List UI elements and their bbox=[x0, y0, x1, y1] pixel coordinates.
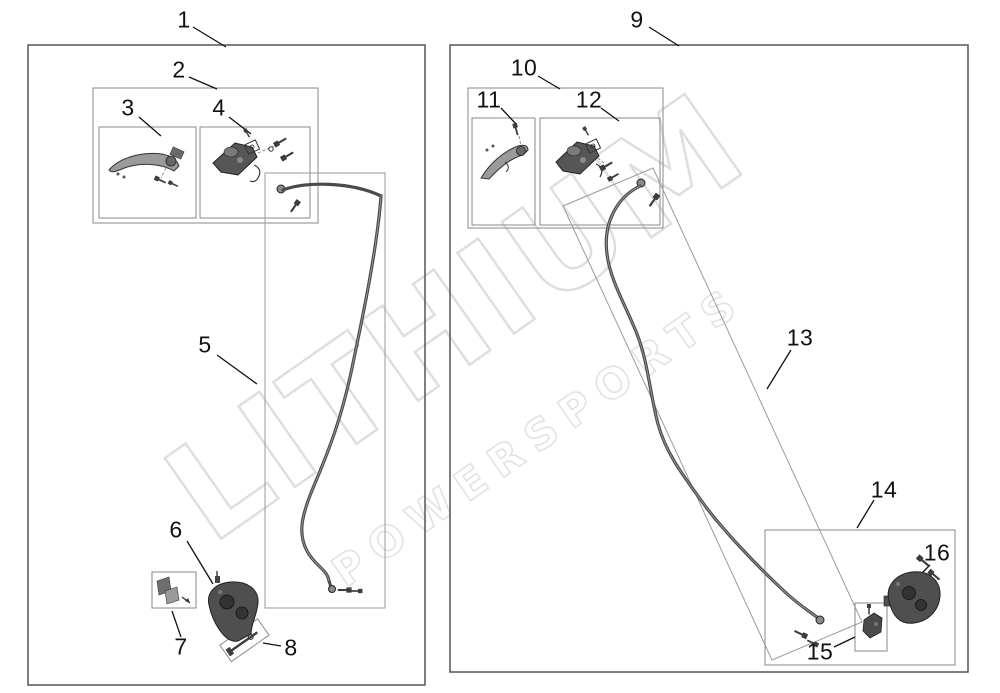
callout-7: 7 bbox=[174, 633, 188, 660]
left-panel-border bbox=[27, 44, 426, 686]
callout-1: 1 bbox=[177, 6, 191, 33]
small-part-box bbox=[854, 602, 888, 652]
lever-assembly-box bbox=[92, 87, 319, 224]
brake-hose-left-drawing bbox=[276, 182, 383, 594]
callout-13: 13 bbox=[786, 324, 814, 351]
master-cylinder-drawing bbox=[212, 127, 296, 183]
callout-3: 3 bbox=[121, 94, 135, 121]
callout-16: 16 bbox=[923, 539, 951, 566]
callout-8: 8 bbox=[284, 634, 298, 661]
callout-5: 5 bbox=[198, 331, 212, 358]
callout-15: 15 bbox=[806, 638, 834, 665]
brake-hose-right-drawing bbox=[604, 178, 825, 649]
caliper-box-right bbox=[764, 529, 956, 666]
callout-10: 10 bbox=[510, 54, 538, 81]
clutch-lever-right-drawing bbox=[480, 122, 529, 180]
callout-14: 14 bbox=[870, 476, 898, 503]
right-panel-border bbox=[449, 44, 969, 673]
callout-6: 6 bbox=[169, 516, 183, 543]
clutch-lever-drawing bbox=[108, 146, 185, 189]
callout-2: 2 bbox=[172, 56, 186, 83]
callout-11: 11 bbox=[476, 86, 502, 113]
small-bracket-drawing bbox=[862, 603, 883, 639]
brake-caliper-left-drawing bbox=[207, 571, 259, 642]
bracket-parts-box bbox=[151, 571, 197, 609]
leader-lines bbox=[138, 26, 931, 648]
lever-sub-box-right bbox=[471, 117, 536, 226]
master-cylinder-sub-box-right bbox=[539, 117, 661, 226]
brake-caliper-right-drawing bbox=[883, 553, 943, 624]
hose-box-left bbox=[264, 172, 386, 609]
callout-4: 4 bbox=[212, 94, 226, 121]
callout-12: 12 bbox=[575, 86, 603, 113]
lever-sub-box bbox=[98, 126, 197, 219]
lever-assembly-box-right bbox=[467, 87, 664, 229]
master-cylinder-right-drawing bbox=[555, 125, 621, 183]
brake-pad-parts-drawing bbox=[156, 576, 191, 605]
callout-9: 9 bbox=[630, 6, 644, 33]
hose-box-right bbox=[562, 167, 863, 661]
